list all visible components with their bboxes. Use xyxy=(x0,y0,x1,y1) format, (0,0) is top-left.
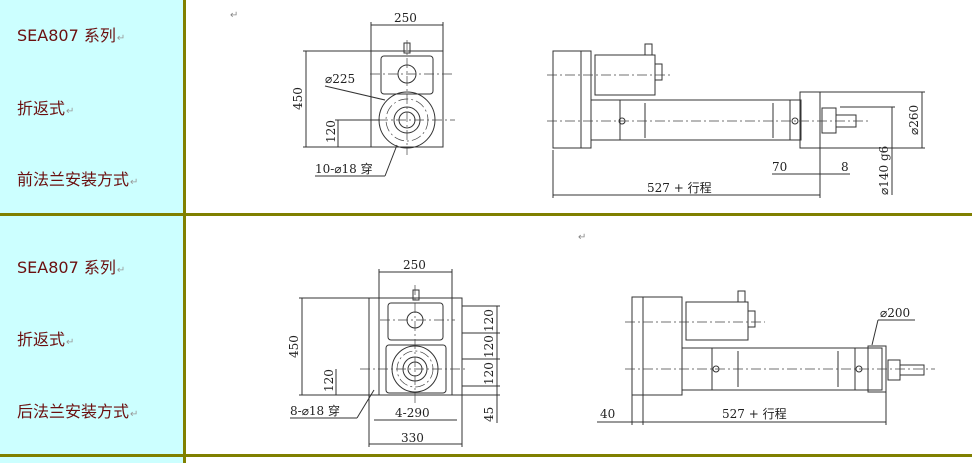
label-column xyxy=(0,0,183,463)
svg-text:250: 250 xyxy=(403,258,426,272)
svg-text:4-290: 4-290 xyxy=(395,406,430,420)
svg-text:250: 250 xyxy=(394,11,417,25)
row2-side-view: 40 527 + 行程 ⌀200 xyxy=(597,290,935,425)
row1-mount-label: 前法兰安装方式↵ xyxy=(17,170,139,189)
svg-text:8: 8 xyxy=(841,160,849,174)
svg-text:⌀140 g6: ⌀140 g6 xyxy=(877,146,891,195)
table-divider-row2 xyxy=(0,454,972,457)
svg-text:120: 120 xyxy=(322,369,336,392)
svg-text:40: 40 xyxy=(600,407,615,421)
svg-text:⌀260: ⌀260 xyxy=(907,105,921,135)
paragraph-mark: ↵ xyxy=(230,10,239,21)
svg-text:450: 450 xyxy=(291,87,305,110)
svg-text:⌀200: ⌀200 xyxy=(880,306,910,320)
svg-text:330: 330 xyxy=(401,431,424,445)
svg-text:8-⌀18 穿: 8-⌀18 穿 xyxy=(290,403,340,418)
table-divider-vertical xyxy=(183,0,186,463)
row1-type-label: 折返式↵ xyxy=(17,99,75,118)
svg-text:120: 120 xyxy=(324,120,338,143)
row1-front-view: 250 450 120 ⌀225 10-⌀18 穿 xyxy=(291,11,455,177)
svg-text:10-⌀18 穿: 10-⌀18 穿 xyxy=(315,161,373,176)
row2-mount-label: 后法兰安装方式↵ xyxy=(17,402,139,421)
svg-text:527 + 行程: 527 + 行程 xyxy=(647,180,712,195)
row2-front-view: 250 450 120 120 120 120 45 4-290 330 8-⌀… xyxy=(287,258,500,447)
svg-text:45: 45 xyxy=(482,407,496,422)
svg-text:527 + 行程: 527 + 行程 xyxy=(722,406,787,421)
row1-series-label: SEA807 系列↵ xyxy=(17,26,126,45)
svg-text:120: 120 xyxy=(482,362,496,385)
table-divider-row1 xyxy=(0,213,972,216)
svg-text:⌀225: ⌀225 xyxy=(325,72,355,86)
row2-series-label: SEA807 系列↵ xyxy=(17,258,126,277)
row1-side-view: 527 + 行程 70 8 ⌀260 ⌀140 g6 xyxy=(547,43,925,198)
svg-text:70: 70 xyxy=(772,160,787,174)
svg-text:120: 120 xyxy=(482,309,496,332)
row2-type-label: 折返式↵ xyxy=(17,330,75,349)
svg-text:120: 120 xyxy=(482,335,496,358)
svg-text:450: 450 xyxy=(287,335,301,358)
paragraph-mark: ↵ xyxy=(578,232,587,243)
